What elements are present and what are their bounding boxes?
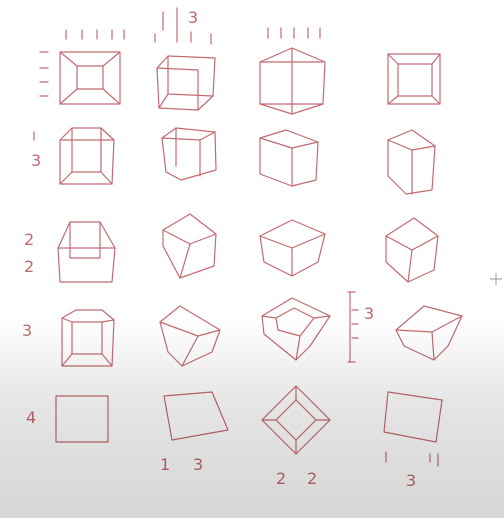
annotation-bottom-col3-left: 2 — [276, 469, 286, 488]
measure-marks — [33, 7, 439, 467]
cube-r3c4 — [385, 217, 439, 283]
cube-r2c3 — [259, 129, 319, 187]
cube-r3c3 — [259, 219, 326, 277]
cube-r1c2 — [156, 55, 216, 111]
annotation-top-col2: 3 — [188, 8, 198, 27]
cube-r4c4 — [395, 305, 463, 361]
cube-r2c1 — [59, 127, 115, 185]
cube-r5c4 — [383, 391, 443, 443]
annotation-left-row4: 3 — [22, 321, 32, 340]
annotation-bottom-col3-right: 2 — [307, 469, 317, 488]
cube-r4c2 — [159, 305, 221, 367]
annotation-left-row3-bottom: 2 — [24, 257, 34, 276]
cube-r1c4 — [387, 53, 441, 105]
crosshair-cursor-icon — [490, 273, 502, 285]
cube-r5c1 — [55, 395, 109, 443]
annotation-left-row5: 4 — [26, 408, 36, 427]
cube-r2c2 — [161, 127, 217, 181]
cube-r2c4 — [387, 129, 436, 195]
cube-r1c1 — [59, 51, 121, 105]
cube-r5c3 — [261, 385, 331, 455]
cube-r3c1 — [57, 221, 116, 283]
annotation-bottom-col2-left: 1 — [160, 455, 170, 474]
annotation-left-row3-top: 2 — [24, 230, 34, 249]
annotation-bottom-col4: 3 — [406, 471, 416, 490]
cube-r4c1 — [61, 309, 115, 367]
annotation-left-row2: 3 — [31, 151, 41, 170]
cube-r5c2 — [163, 391, 229, 441]
annotation-bottom-col2-right: 3 — [193, 455, 203, 474]
cube-r4c3 — [261, 297, 331, 361]
cube-r3c2 — [162, 213, 217, 279]
cube-r1c3 — [259, 47, 326, 115]
annotation-right-row4: 3 — [364, 304, 374, 323]
